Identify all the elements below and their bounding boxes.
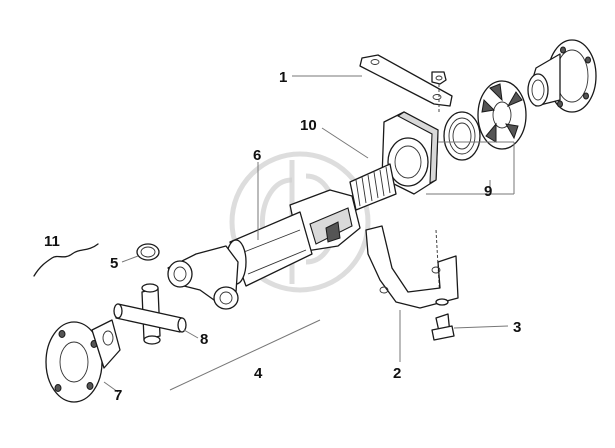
callout-11: 11 [44, 233, 60, 250]
part-2-support-bracket [365, 225, 459, 309]
part-6-main-tube [225, 211, 313, 287]
callout-3: 3 [513, 319, 521, 336]
callout-6: 6 [253, 147, 261, 164]
rubber-coupling-disc [477, 80, 527, 150]
part-8-cross-journal [113, 283, 187, 345]
nut-top [431, 71, 447, 85]
part-3-bolt [431, 313, 455, 341]
leader-lines [103, 75, 509, 393]
part-5-snap-ring [136, 243, 160, 261]
callout-9: 9 [484, 183, 492, 200]
part-11-break-line [33, 243, 99, 277]
callout-10: 10 [300, 117, 317, 134]
part-1-bracket-plate [359, 54, 453, 107]
part-10-splined-shaft [349, 163, 397, 211]
callout-2: 2 [393, 365, 401, 382]
part-7-left-flange [45, 319, 121, 403]
washer-lower [435, 298, 449, 306]
callout-4: 4 [254, 365, 263, 382]
left-yoke [167, 245, 239, 310]
bracket-line-9 [426, 141, 515, 195]
seal-ring [443, 111, 481, 161]
right-flange [527, 39, 597, 113]
bracket-line-4 [169, 319, 321, 391]
callout-7: 7 [114, 387, 122, 404]
callout-5: 5 [110, 255, 118, 272]
callout-8: 8 [200, 331, 208, 348]
callout-1: 1 [279, 69, 287, 86]
